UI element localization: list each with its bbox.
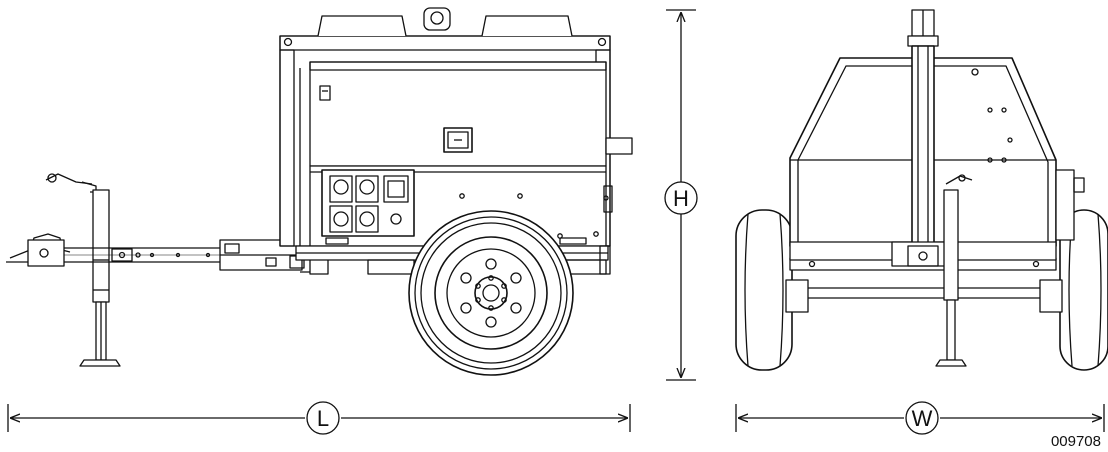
front-wheels — [735, 209, 1108, 371]
width-label: W — [912, 406, 933, 431]
length-label: L — [317, 406, 329, 431]
front-view — [735, 9, 1108, 371]
front-axle — [785, 257, 1063, 313]
width-dimension: W — [735, 401, 1105, 435]
length-dimension: L — [7, 401, 631, 435]
side-view — [6, 7, 633, 376]
front-jack — [935, 174, 973, 367]
front-mast — [891, 9, 957, 267]
enclosure — [279, 7, 633, 275]
height-label: H — [673, 186, 689, 211]
side-wheel — [408, 210, 574, 376]
hitch-tongue — [6, 233, 329, 275]
jack-stand — [45, 173, 121, 367]
figure-number: 009708 — [1051, 433, 1101, 450]
front-housing — [789, 57, 1085, 261]
height-dimension: H — [664, 9, 698, 381]
